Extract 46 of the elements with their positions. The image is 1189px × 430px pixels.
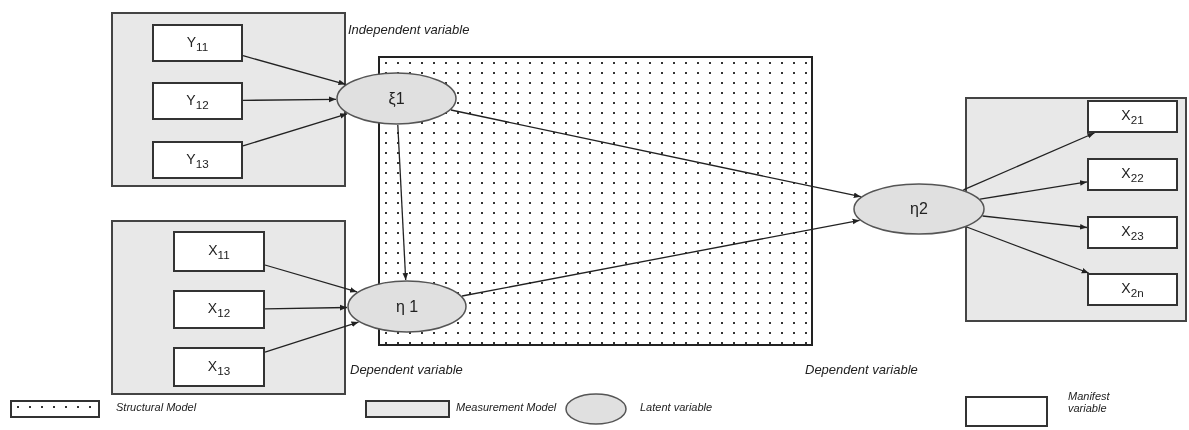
variable-label: Y$_{11}$: [186, 33, 209, 53]
arrow: [981, 215, 1088, 230]
manifest-variable-box: [152, 141, 243, 179]
legend-label: Structural Model: [116, 402, 197, 414]
variable-label: η2: [910, 200, 928, 218]
variable-label: X$_{11}$: [208, 242, 230, 261]
variable-label: X$_{23}$: [1121, 223, 1144, 242]
variable-label: Y$_{13}$: [186, 150, 209, 170]
manifest-variable-box: [173, 231, 265, 272]
manifest-variable-box: [173, 290, 265, 329]
arrow: [979, 180, 1088, 200]
measurement-model-panel: [111, 12, 346, 187]
variable-caption: Dependent variable: [350, 362, 463, 377]
arrow: [264, 304, 348, 311]
variable-caption: Independent variable: [348, 22, 470, 37]
variable-label: X$_{2n}$: [1121, 280, 1144, 299]
legend-label: Manifest variable: [1068, 391, 1111, 415]
variable-label: X$_{13}$: [207, 357, 231, 377]
arrow: [966, 226, 1090, 274]
variable-caption: Dependent variable: [805, 362, 918, 377]
legend-label: Latent variable: [640, 402, 713, 414]
variable-label: X$_{21}$: [1121, 107, 1144, 126]
legend-label: Measurement Model: [456, 402, 557, 414]
manifest-variable-box: [1087, 158, 1178, 191]
manifest-variable-box: [152, 82, 243, 120]
arrow: [242, 55, 347, 86]
arrow: [264, 264, 358, 293]
manifest-variable-box: [173, 347, 265, 387]
arrow: [242, 96, 337, 103]
arrow: [264, 321, 360, 353]
variable-label: X$_{12}$: [207, 300, 231, 319]
arrow: [242, 113, 348, 147]
manifest-variable-box: [1087, 100, 1178, 133]
arrow: [461, 218, 861, 297]
manifest-variable-box: [1087, 273, 1178, 306]
variable-label: ξ1: [388, 89, 405, 108]
measurement-model-panel: [111, 220, 346, 395]
arrow: [962, 132, 1096, 191]
arrow: [450, 109, 862, 198]
variable-label: Y$_{12}$: [186, 91, 209, 111]
variable-label: η 1: [395, 297, 419, 316]
manifest-variable-box: [152, 24, 243, 62]
variable-label: X$_{22}$: [1121, 165, 1144, 184]
arrow: [397, 124, 409, 281]
measurement-model-panel: [965, 97, 1187, 322]
manifest-variable-box: [1087, 216, 1178, 249]
